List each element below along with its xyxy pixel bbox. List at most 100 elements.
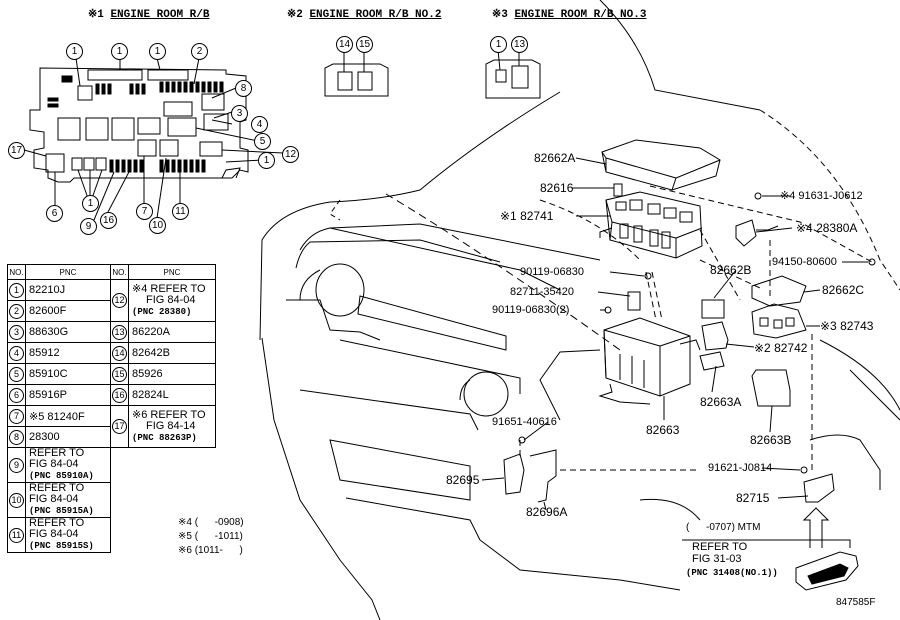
label-28380A: ※4 28380A: [796, 221, 858, 235]
label-82741: ※1 82741: [500, 209, 554, 223]
up-arrow: [802, 507, 830, 548]
row-number: 15: [112, 366, 127, 382]
row-pnc: ※5 81240F: [25, 405, 111, 427]
row-number: 8: [9, 429, 24, 445]
label-82663B: 82663B: [750, 433, 792, 447]
note-4: ※4 ( -0908): [178, 517, 244, 528]
vehicle-outline: [259, 0, 900, 620]
table-row: 8 28300: [7, 426, 216, 448]
row-pnc: 85926: [128, 363, 216, 385]
row-pnc: 85912: [25, 342, 111, 364]
relay-82662B: [701, 299, 725, 319]
table-header: NO. PNC NO. PNC: [7, 264, 216, 280]
callout: 5: [254, 133, 271, 150]
row-number: 11: [9, 527, 24, 543]
col-pnc: PNC: [25, 264, 111, 280]
label-82663A: 82663A: [700, 395, 742, 409]
callout: 8: [235, 80, 252, 97]
row-pnc: 82210J: [25, 279, 111, 301]
label-91651-40616: 91651-40616: [492, 416, 557, 428]
bolt-90119: [644, 272, 652, 280]
relay-82742: [701, 321, 729, 351]
label-91631-J0612: ※4 91631-J0612: [780, 190, 863, 202]
row-number: 13: [112, 324, 127, 340]
cover-82662C: [751, 275, 807, 307]
row-number: 3: [9, 324, 24, 340]
callout: 16: [100, 212, 117, 229]
header-engine-room-rb-2: ※2 ENGINE ROOM R/B NO.2: [287, 7, 441, 21]
row-pnc: 88630G: [25, 321, 111, 343]
row-number: 10: [9, 492, 24, 508]
table-row: 6 85916P 16 82824L: [7, 384, 216, 406]
note-6: ※6 (1011- ): [178, 545, 243, 556]
row-number: 14: [112, 345, 127, 361]
callout: 13: [511, 36, 528, 53]
header-engine-room-rb: ※1 ENGINE ROOM R/B: [88, 7, 209, 21]
row-number: 12: [112, 293, 127, 308]
callout: 2: [191, 43, 208, 60]
row-pnc: 82824L: [128, 384, 216, 406]
header-label: ENGINE ROOM R/B: [110, 9, 210, 21]
label-94150-80600: 94150-80600: [772, 256, 837, 268]
row-number: 6: [9, 387, 24, 403]
table-row: 3 88630G 13 86220A: [7, 321, 216, 343]
row-pnc: 82600F: [25, 300, 111, 322]
callout: 12: [282, 146, 299, 163]
row-pnc: 82642B: [128, 342, 216, 364]
callout: 3: [231, 105, 248, 122]
header-mark: ※2: [287, 9, 303, 21]
label-82663: 82663: [646, 423, 680, 437]
header-label: ENGINE ROOM R/B NO.2: [309, 9, 442, 21]
row-pnc: 85910C: [25, 363, 111, 385]
bracket-82663A: [699, 351, 725, 371]
relay-block-82743: [751, 303, 807, 339]
label-82616: 82616: [540, 181, 574, 195]
col-no: NO.: [7, 264, 26, 280]
ref-line-2: FIG 31-03: [692, 553, 742, 565]
label-91621-J0814: 91621-J0814: [708, 462, 773, 474]
mirror-part: [795, 551, 859, 591]
bracket-82695: [503, 453, 525, 495]
label-82742: ※2 82742: [754, 341, 808, 355]
label-82715: 82715: [736, 491, 770, 505]
col-no: NO.: [110, 264, 129, 280]
row-number: 5: [9, 366, 24, 382]
callout: 4: [251, 116, 268, 133]
bolt-91621: [800, 466, 808, 474]
row-pnc: 28300: [25, 426, 111, 448]
row-number: 2: [9, 303, 24, 319]
label-82743: ※3 82743: [820, 319, 874, 333]
callout: 17: [8, 142, 25, 159]
callout: 11: [172, 203, 189, 220]
main-relay-block: [599, 183, 703, 259]
callout: 1: [258, 152, 275, 169]
bracket-82715: [803, 473, 835, 503]
relay-block-1: [23, 57, 284, 221]
header-label: ENGINE ROOM R/B NO.3: [514, 9, 647, 21]
callout: 10: [149, 217, 166, 234]
row-pnc: 85916P: [25, 384, 111, 406]
label-82695: 82695: [446, 473, 480, 487]
callout: 7: [136, 203, 153, 220]
diagram-code: 847585F: [836, 597, 876, 608]
callout: 6: [46, 205, 63, 222]
label-90119-06830: 90119-06830: [520, 266, 585, 278]
relay-block-3: [485, 49, 541, 99]
label-82662A: 82662A: [534, 151, 576, 165]
row-number: 7: [9, 408, 24, 424]
row-number: 1: [9, 282, 24, 298]
header-engine-room-rb-3: ※3 ENGINE ROOM R/B NO.3: [492, 7, 646, 21]
col-pnc: PNC: [128, 264, 216, 280]
note-5: ※5 ( -1011): [178, 531, 243, 542]
ref-line-1: REFER TO: [692, 541, 748, 553]
callout: 14: [336, 36, 353, 53]
label-90119-06830-2: 90119-06830(2): [492, 304, 570, 316]
